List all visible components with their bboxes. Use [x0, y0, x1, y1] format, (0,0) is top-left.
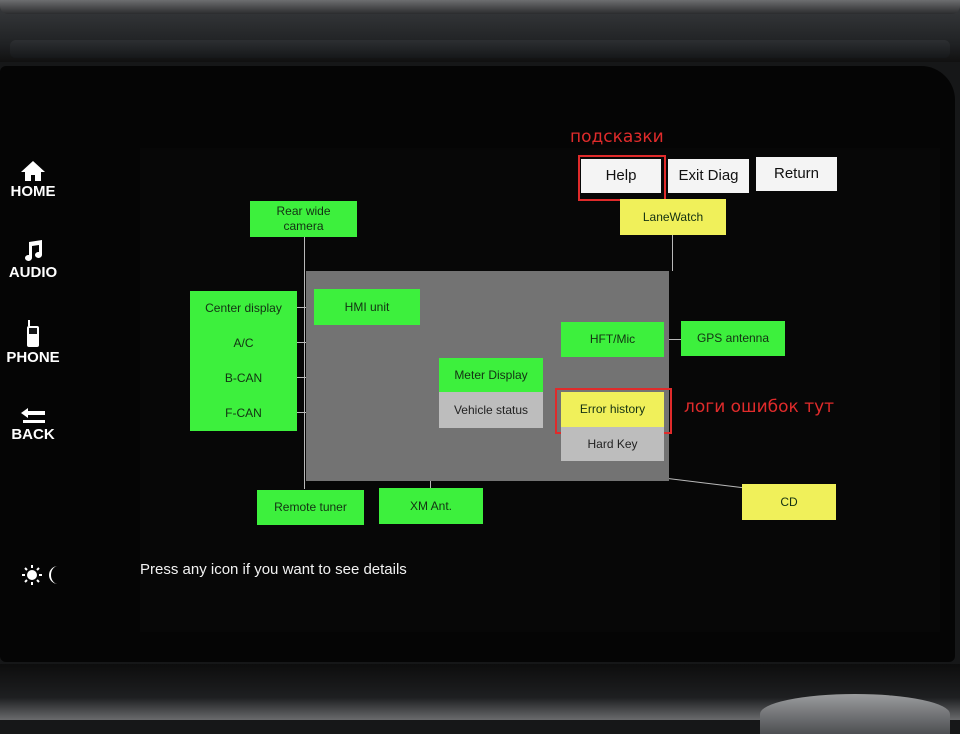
lanewatch-node[interactable]: LaneWatch — [620, 199, 726, 235]
connector-line — [297, 377, 306, 378]
return-button[interactable]: Return — [756, 157, 837, 191]
connector-line — [297, 307, 306, 308]
sun-moon-icon — [22, 565, 58, 585]
air-vent — [0, 0, 960, 14]
mobile-phone-icon — [27, 320, 39, 347]
dashboard-bezel-top — [0, 0, 960, 62]
hard-key-node[interactable]: Hard Key — [561, 427, 664, 461]
home-icon — [21, 161, 45, 181]
exit-diag-button[interactable]: Exit Diag — [668, 159, 749, 193]
audio-label: AUDIO — [8, 264, 58, 281]
home-label: HOME — [10, 183, 56, 200]
bezel-lip — [10, 40, 950, 58]
back-label: BACK — [11, 426, 55, 443]
vehicle-status-node[interactable]: Vehicle status — [439, 392, 543, 428]
back-button[interactable]: BACK — [0, 407, 66, 443]
instruction-text: Press any icon if you want to see detail… — [140, 561, 407, 578]
dashboard-bezel-bottom — [0, 664, 960, 734]
remote-tuner-node[interactable]: Remote tuner — [257, 490, 364, 525]
home-button[interactable]: HOME — [0, 160, 66, 200]
connector-line — [668, 339, 682, 340]
back-arrow-icon — [21, 408, 45, 423]
cd-node[interactable]: CD — [742, 484, 836, 520]
phone-label: PHONE — [6, 349, 60, 366]
center-display-group[interactable]: Center display A/C B-CAN F-CAN — [190, 291, 297, 431]
ac-label: A/C — [233, 336, 254, 350]
help-highlight-box — [578, 155, 666, 201]
center-display-label: Center display — [205, 301, 282, 315]
brightness-toggle[interactable] — [20, 564, 66, 586]
connector-line — [304, 237, 305, 489]
gps-antenna-node[interactable]: GPS antenna — [681, 321, 785, 356]
music-note-icon — [25, 240, 42, 261]
connector-line — [430, 480, 431, 490]
phone-button[interactable]: PHONE — [0, 320, 66, 366]
help-annotation: подсказки — [570, 127, 664, 147]
error-history-node[interactable]: Error history — [561, 392, 664, 427]
hmi-unit-node[interactable]: HMI unit — [314, 289, 420, 325]
connector-line — [297, 342, 306, 343]
control-knob — [760, 694, 950, 734]
rear-wide-camera-node[interactable]: Rear wide camera — [250, 201, 357, 237]
audio-button[interactable]: AUDIO — [0, 239, 66, 281]
bcan-label: B-CAN — [224, 371, 263, 385]
xm-antenna-node[interactable]: XM Ant. — [379, 488, 483, 524]
help-button[interactable]: Help — [581, 159, 661, 193]
connector-line — [297, 412, 306, 413]
fcan-label: F-CAN — [225, 406, 262, 420]
meter-display-node[interactable]: Meter Display — [439, 358, 543, 392]
error-history-annotation: логи ошибок тут — [684, 397, 835, 417]
hft-mic-node[interactable]: HFT/Mic — [561, 322, 664, 357]
connector-line — [672, 235, 673, 271]
